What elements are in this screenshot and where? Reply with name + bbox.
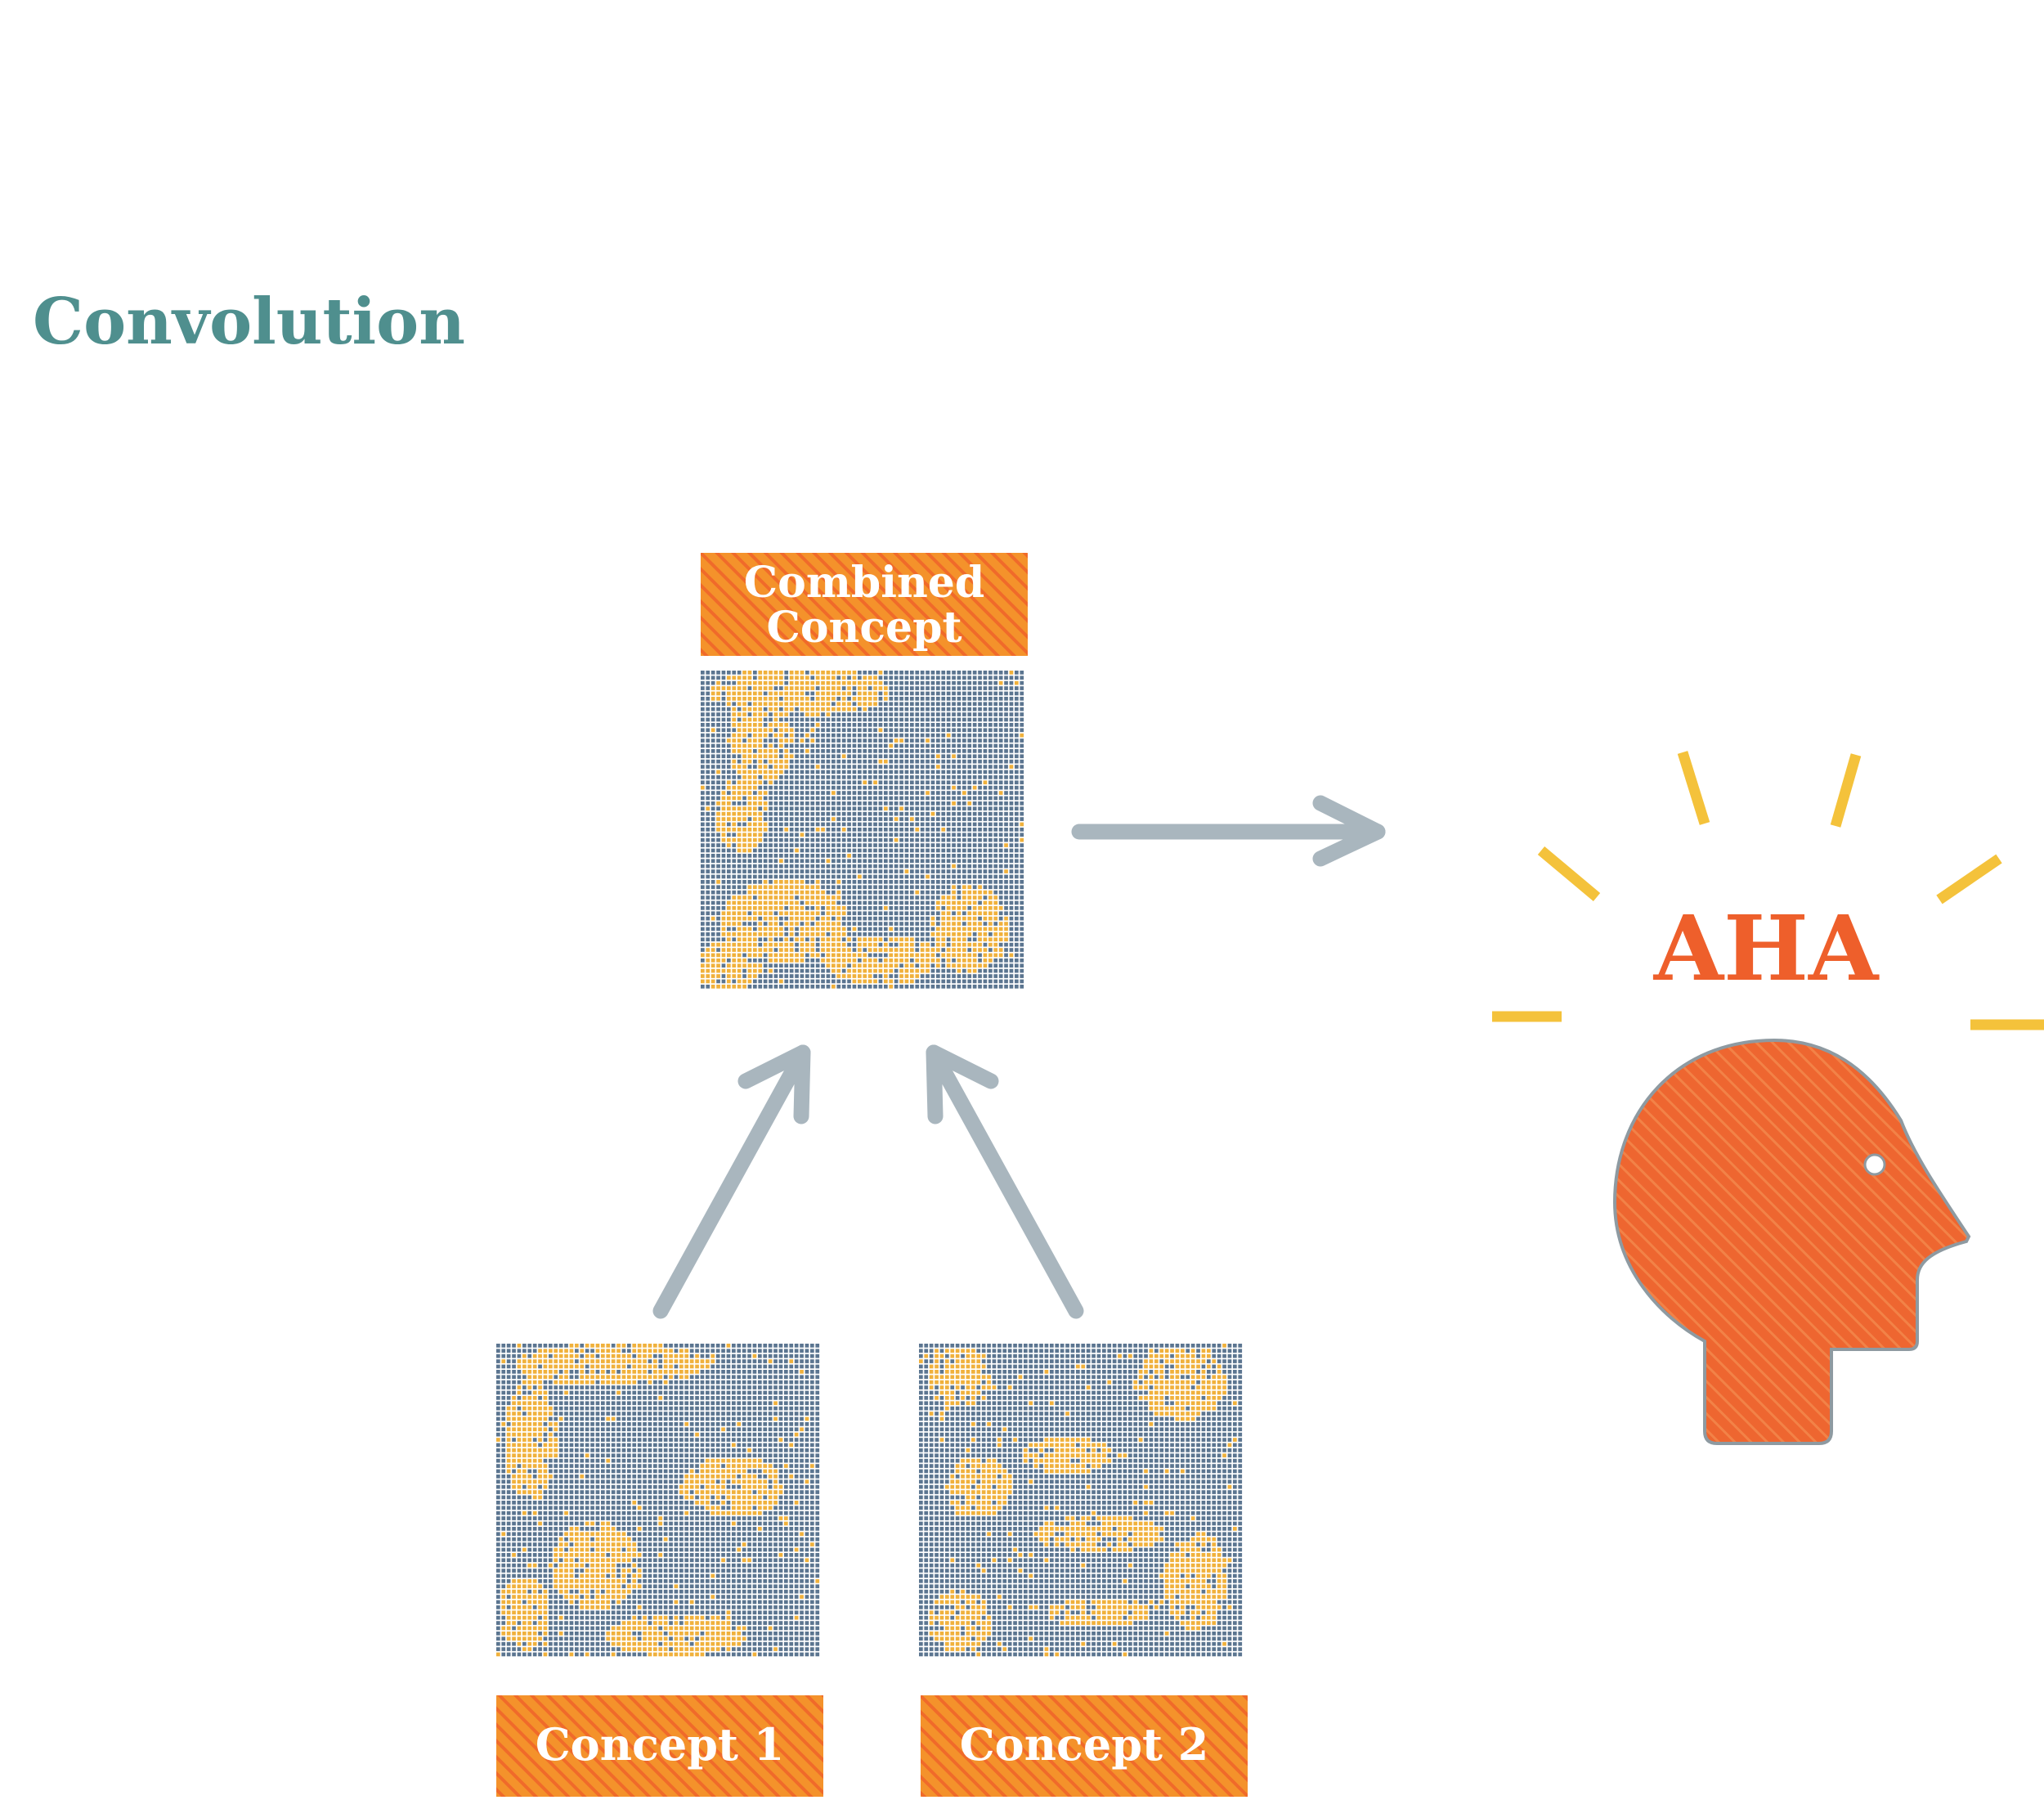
combined-label-line1: Combined [744,558,984,608]
page-title: Convolution [33,285,465,359]
aha-text: AHA [1653,896,1880,1001]
arrow-concept2-to-combined [926,1044,1084,1319]
concept-1-grid [496,1344,821,1658]
concept-1-label-text: Concept 1 [536,1718,785,1771]
eye-icon [1863,1153,1886,1176]
combined-label-line2: Concept [766,603,961,653]
concept-2-label: Concept 2 [921,1695,1248,1797]
concept-1-label: Concept 1 [496,1695,823,1797]
concept-2-label-text: Concept 2 [960,1718,1209,1771]
combined-concept-grid [701,671,1025,990]
arrow-combined-to-head [1071,795,1386,867]
head-icon [1612,1038,1971,1445]
concept-2-grid [919,1344,1244,1658]
combined-concept-label: Combined Concept [701,553,1028,656]
arrow-concept1-to-combined [652,1044,811,1319]
aha-rays [1492,751,2044,1030]
